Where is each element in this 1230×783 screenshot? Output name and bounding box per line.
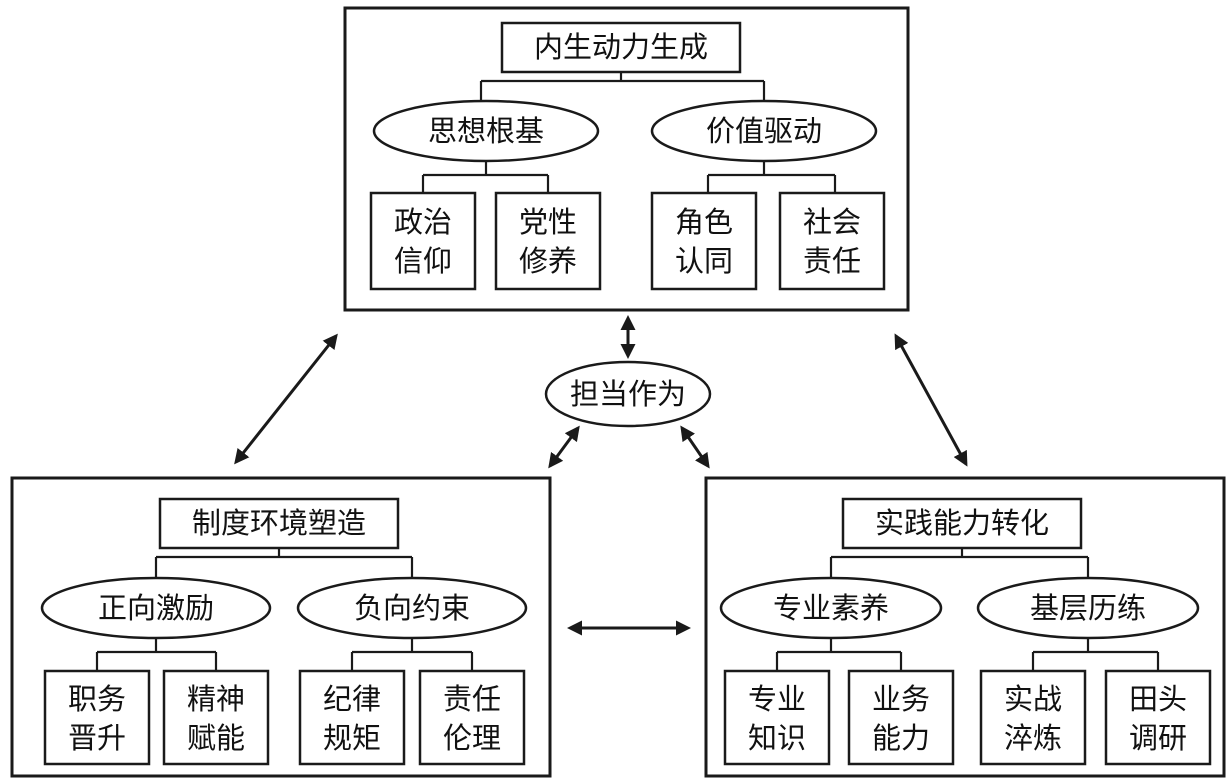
center-label: 担当作为	[570, 377, 686, 411]
panel-top-leaf-4-line-2: 责任	[803, 244, 861, 278]
panel-top-group-2-connector	[706, 161, 837, 193]
panel-right-leaf-3-line-1: 实战	[1004, 682, 1062, 716]
arrows	[234, 315, 968, 636]
panel-top-title: 内生动力生成	[534, 30, 708, 64]
panel-right-leaf-3-line-2: 淬炼	[1004, 721, 1062, 755]
panel-left-leaf-1-line-1: 职务	[68, 682, 126, 716]
panel-left-leaf-2-line-2: 赋能	[187, 721, 245, 755]
panel-right-leaf-4-line-2: 调研	[1129, 721, 1187, 755]
panel-left-leaf-4-box	[418, 669, 526, 766]
panel-right-group-1-connector	[775, 638, 903, 671]
panel-right-leaf-4-box	[1104, 669, 1212, 766]
panel-right-title-connector	[829, 548, 1090, 578]
panel-top-leaf-2-box	[494, 191, 602, 291]
arrow-top-right	[894, 333, 968, 467]
panel-top-leaf-4-line-1: 社会	[803, 205, 861, 239]
panel-left: 制度环境塑造 正向激励 负向约束 职务 晋升 精神 赋能 纪律 规矩 责任 伦理	[10, 476, 552, 778]
arrow-center-left	[548, 425, 580, 469]
panel-right-title-box	[841, 497, 1083, 550]
center-oval	[544, 360, 712, 428]
panel-top-group-2-label: 价值驱动	[706, 114, 822, 148]
panel-right-group-2-label: 基层历练	[1030, 591, 1146, 625]
panel-top-group-1-label: 思想根基	[428, 114, 544, 148]
panel-right-leaf-4-line-1: 田头	[1129, 682, 1187, 716]
panel-right-leaf-1-line-1: 专业	[748, 682, 806, 716]
panel-left-leaf-1-box	[43, 669, 151, 766]
panel-top-group-1-connector	[421, 161, 550, 193]
panel-top: 内生动力生成 思想根基 价值驱动 政治 信仰 党性 修养 角色 认同 社会 责任	[343, 6, 910, 312]
panel-left-group-1-label: 正向激励	[98, 591, 214, 625]
panel-left-leaf-3-line-1: 纪律	[323, 682, 381, 716]
panel-top-leaf-3-line-1: 角色	[675, 205, 733, 239]
panel-left-leaf-2-box	[162, 669, 270, 766]
panel-left-group-2-label: 负向约束	[354, 591, 470, 625]
panel-top-title-box	[500, 21, 742, 74]
panel-left-leaf-1-line-2: 晋升	[68, 721, 126, 755]
panel-right-leaf-2-line-2: 能力	[872, 721, 930, 755]
panel-right-title: 实践能力转化	[875, 506, 1049, 540]
panel-right-leaf-2-box	[847, 669, 955, 766]
arrow-top-left	[234, 333, 338, 465]
panel-right-leaf-2-line-1: 业务	[872, 682, 930, 716]
panel-top-leaf-1-box	[369, 191, 477, 291]
panel-right-leaf-1-box	[723, 669, 831, 766]
panel-right: 实践能力转化 专业素养 基层历练 专业 知识 业务 能力 实战 淬炼 田头 调研	[704, 476, 1226, 778]
panel-left-title: 制度环境塑造	[192, 506, 366, 540]
panel-right-leaf-1-line-2: 知识	[748, 721, 806, 755]
arrow-center-right	[680, 425, 710, 469]
panel-left-leaf-2-line-1: 精神	[187, 682, 245, 716]
panel-top-title-connector	[479, 72, 766, 101]
panel-top-leaf-3-box	[650, 191, 758, 291]
panel-left-leaf-3-box	[298, 669, 406, 766]
center-node: 担当作为	[544, 360, 712, 428]
panel-left-group-2-connector	[350, 638, 474, 671]
panel-right-group-2-connector	[1031, 638, 1160, 671]
panel-left-leaf-4-line-2: 伦理	[443, 721, 501, 755]
panel-left-title-connector	[154, 548, 414, 578]
panel-top-leaf-1-line-2: 信仰	[394, 244, 452, 278]
panel-left-leaf-3-line-2: 规矩	[323, 721, 381, 755]
panel-top-leaf-1-line-1: 政治	[394, 205, 452, 239]
panel-top-leaf-2-line-1: 党性	[519, 205, 577, 239]
panel-right-leaf-3-box	[979, 669, 1087, 766]
panel-top-leaf-4-box	[778, 191, 886, 291]
panel-right-group-1-label: 专业素养	[773, 591, 889, 625]
panel-left-leaf-4-line-1: 责任	[443, 682, 501, 716]
panel-left-group-1-connector	[95, 638, 218, 671]
panel-top-leaf-3-line-2: 认同	[675, 244, 733, 278]
panel-top-leaf-2-line-2: 修养	[519, 244, 577, 278]
